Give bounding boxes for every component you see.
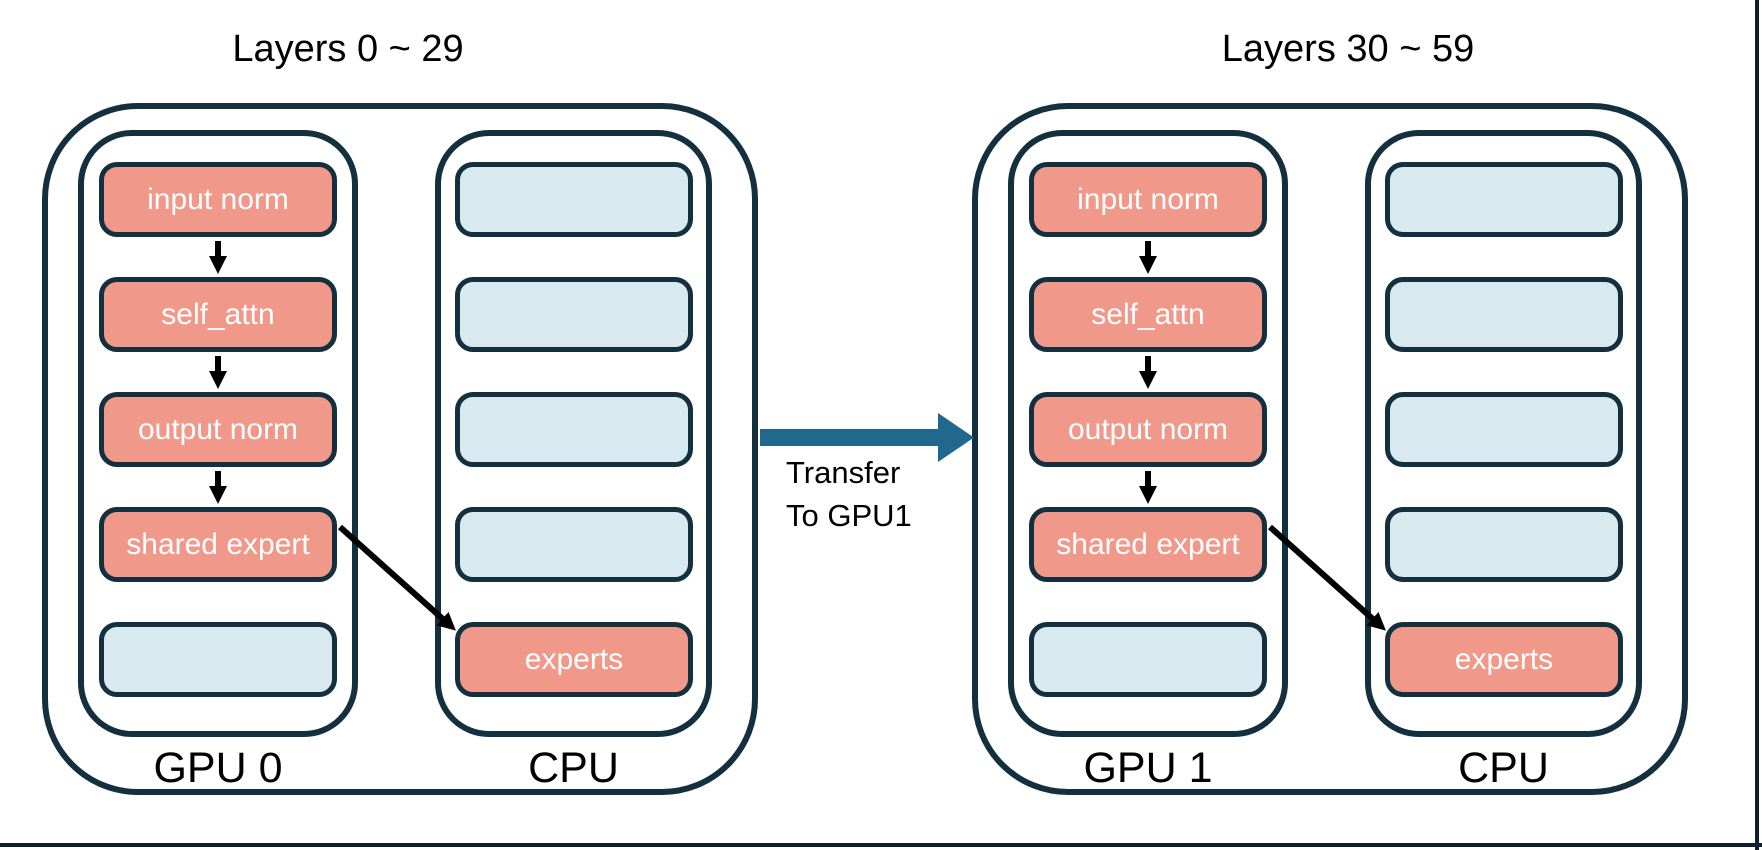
transfer-label-line1: Transfer (786, 455, 901, 490)
cpu-label: CPU (1458, 744, 1549, 792)
input-norm-box: input norm (99, 162, 337, 237)
empty-slot-box (1385, 392, 1623, 467)
empty-slot-box (1385, 507, 1623, 582)
cpu-label: CPU (528, 744, 619, 792)
empty-slot-box (455, 507, 693, 582)
empty-slot-box (99, 622, 337, 697)
page-border-right (1755, 0, 1759, 850)
transfer-label: Transfer To GPU1 (786, 451, 912, 537)
gpu-label: GPU 0 (153, 744, 283, 792)
empty-slot-box (1385, 162, 1623, 237)
self-attn-box: self_attn (1029, 277, 1267, 352)
experts-box: experts (1385, 622, 1623, 697)
group-title-right: Layers 30 ~ 59 (1221, 28, 1475, 70)
input-norm-box: input norm (1029, 162, 1267, 237)
shared-expert-box: shared expert (1029, 507, 1267, 582)
gpu-label: GPU 1 (1083, 744, 1213, 792)
layer-group-left: input norm self_attn output norm shared … (0, 0, 832, 850)
page-border-bottom (0, 843, 1762, 847)
experts-box: experts (455, 622, 693, 697)
transfer-label-line2: To GPU1 (786, 498, 912, 533)
empty-slot-box (455, 162, 693, 237)
output-norm-box: output norm (1029, 392, 1267, 467)
group-title-left: Layers 0 ~ 29 (232, 28, 464, 70)
empty-slot-box (1385, 277, 1623, 352)
shared-expert-box: shared expert (99, 507, 337, 582)
self-attn-box: self_attn (99, 277, 337, 352)
empty-slot-box (455, 392, 693, 467)
empty-slot-box (1029, 622, 1267, 697)
empty-slot-box (455, 277, 693, 352)
output-norm-box: output norm (99, 392, 337, 467)
layer-group-right: input norm self_attn output norm shared … (930, 0, 1762, 850)
